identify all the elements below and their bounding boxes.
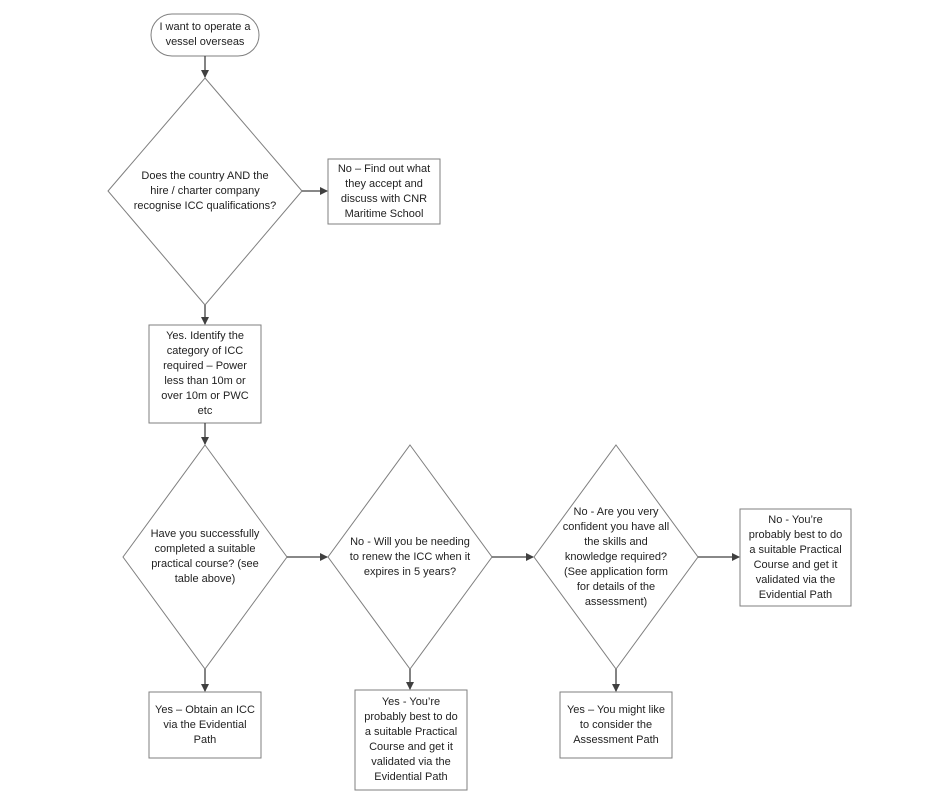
yes-confident-box-shape bbox=[559, 691, 673, 759]
yes-confident-label: Yes – You might like to consider the Ass… bbox=[566, 703, 666, 746]
no-confident-box-shape bbox=[739, 508, 852, 607]
decision-recognise-label: Does the country AND the hire / charter … bbox=[133, 169, 277, 212]
no-recognise-box-shape bbox=[327, 158, 441, 225]
decision-confident-label: No - Are you very confident you have all… bbox=[562, 506, 670, 608]
decision-course-label: Have you successfully completed a suitab… bbox=[150, 528, 260, 585]
yes-renew-label: Yes - You’re probably best to do a suita… bbox=[364, 696, 458, 783]
yes-identify-label: Yes. Identify the category of ICC requir… bbox=[161, 330, 249, 417]
no-confident-label: No - You’re probably best to do a suitab… bbox=[748, 513, 843, 601]
yes-course-box-shape bbox=[148, 691, 262, 759]
yes-course-label: Yes – Obtain an ICC via the Evidential P… bbox=[155, 703, 255, 746]
start-terminator-label: I want to operate a vessel overseas bbox=[159, 21, 251, 48]
no-recognise-label: No – Find out what they accept and discu… bbox=[337, 162, 431, 220]
decision-renew-label: No - Will you be needing to renew the IC… bbox=[349, 536, 471, 578]
yes-renew-box-shape bbox=[354, 689, 468, 791]
